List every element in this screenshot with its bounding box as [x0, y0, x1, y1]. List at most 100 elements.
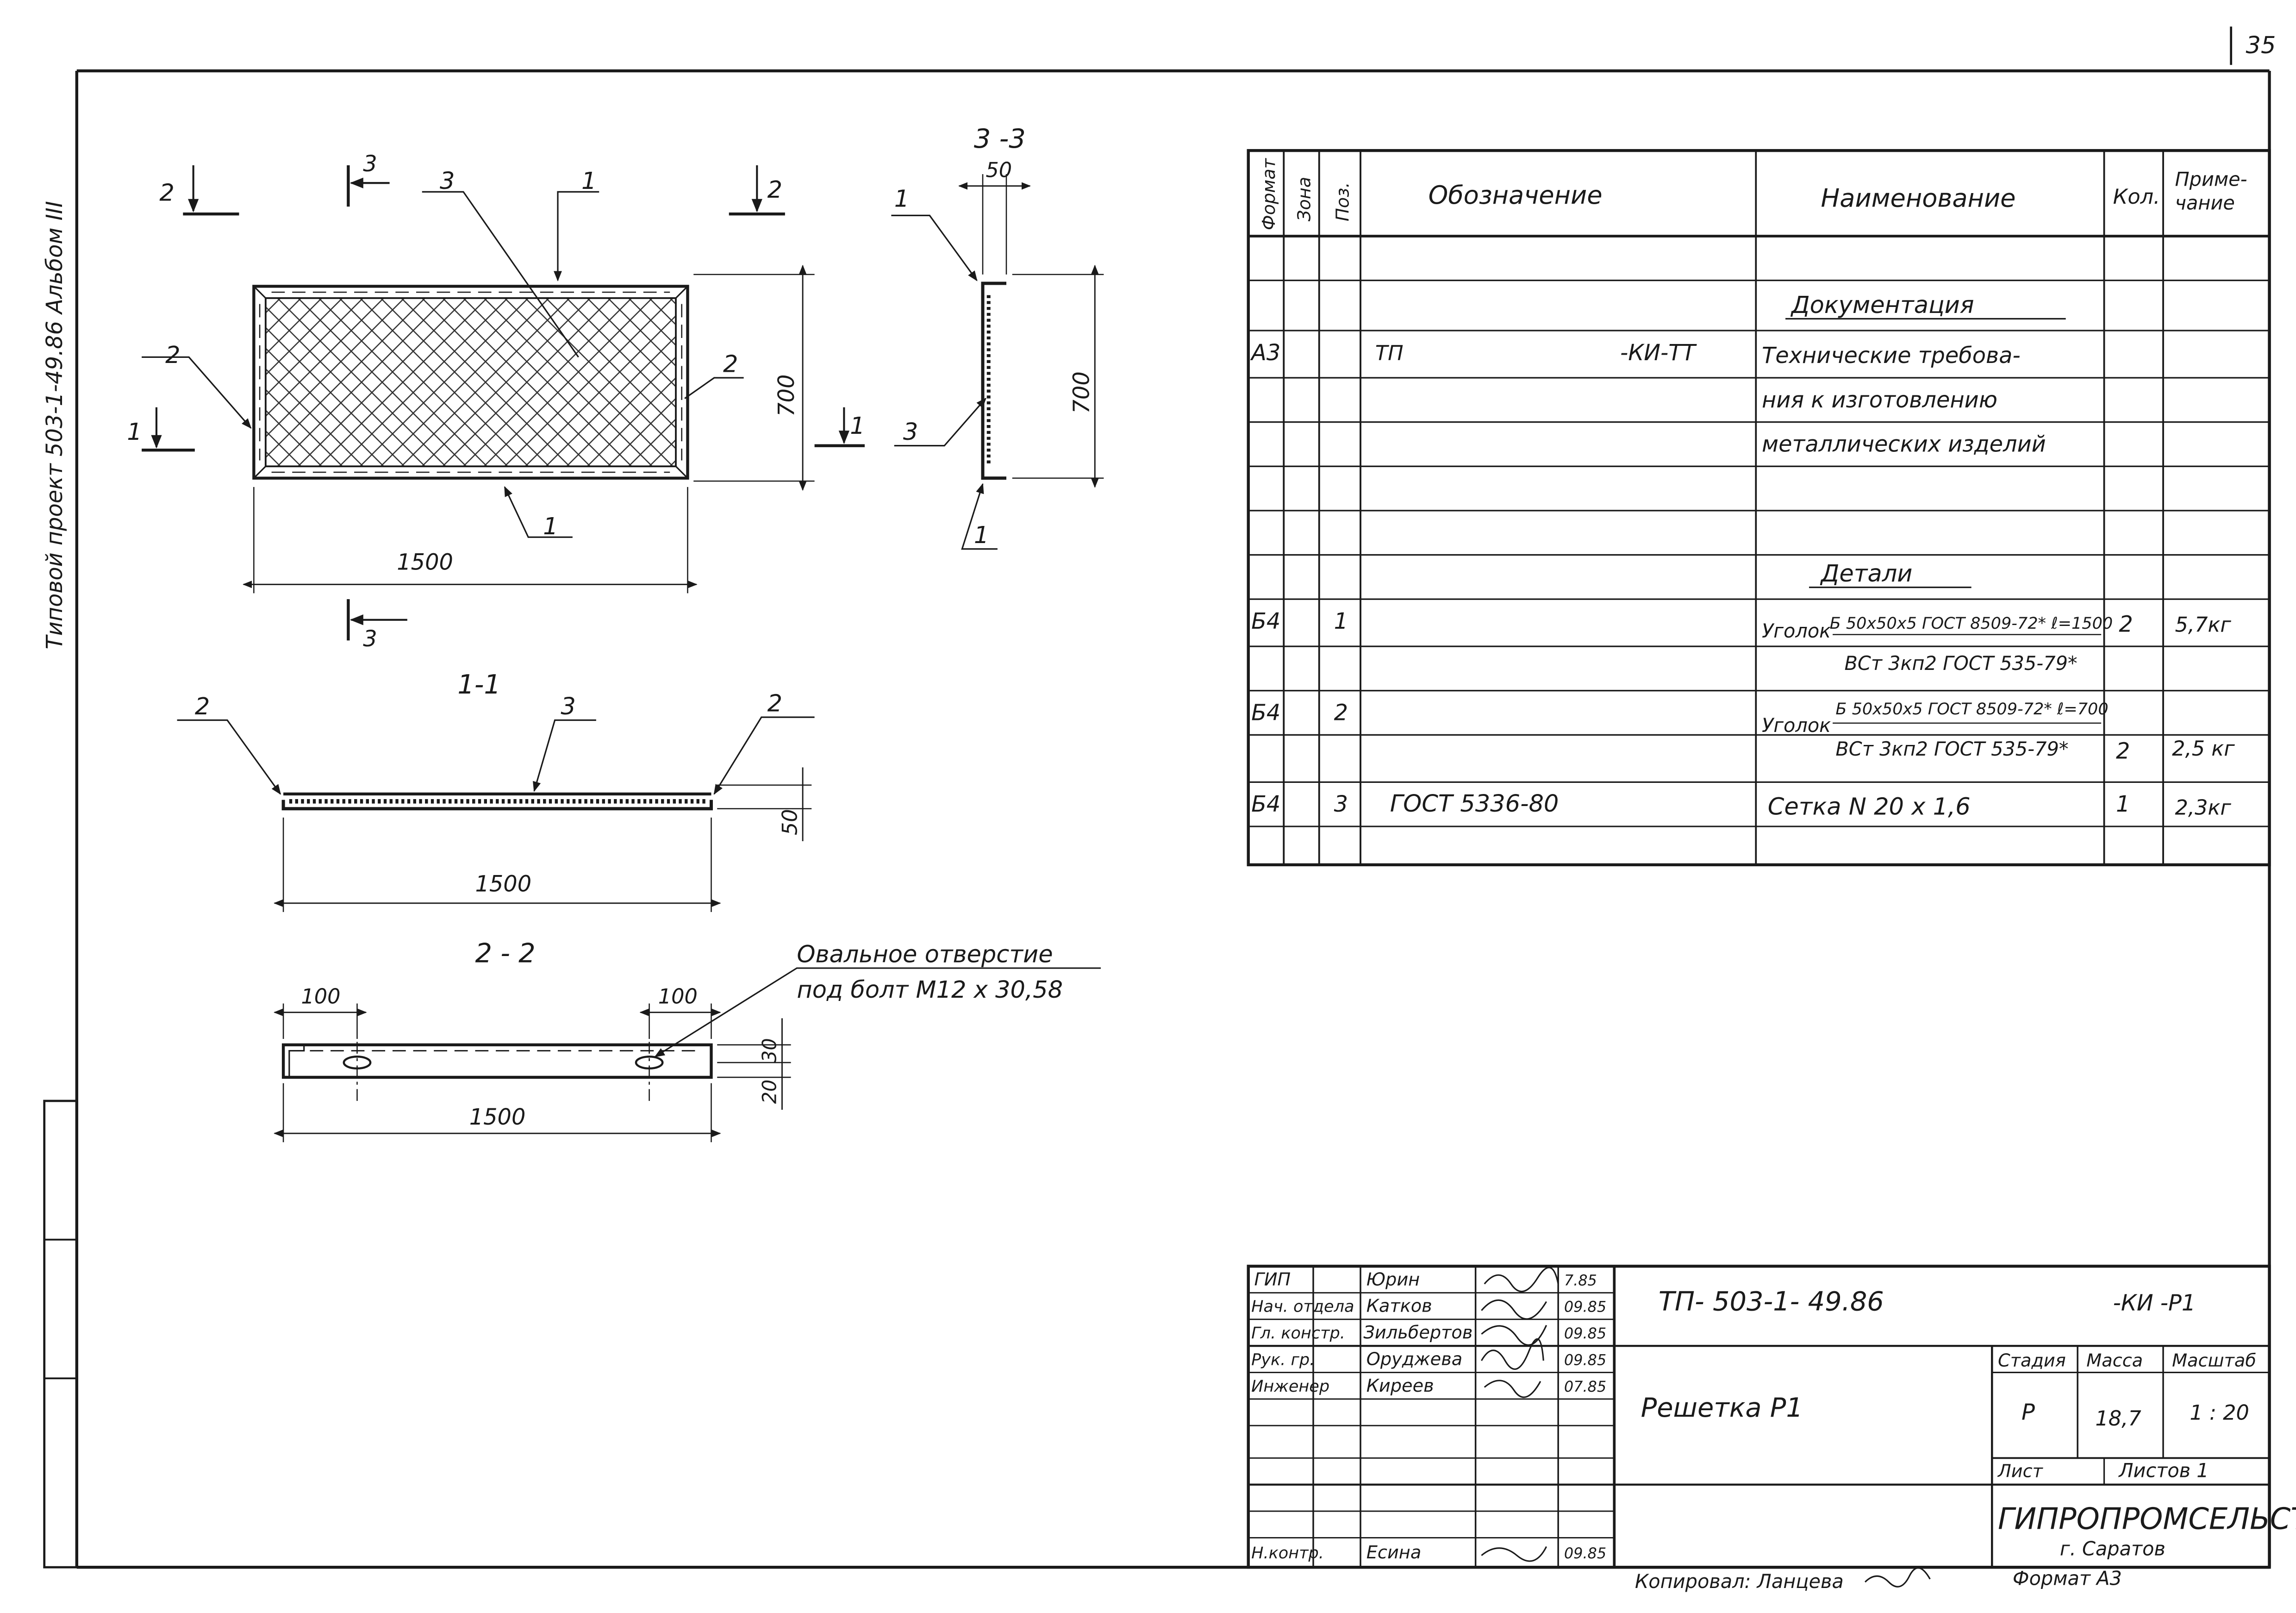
spec-row3-qty: 1: [2116, 792, 2130, 817]
plan-pos-1-bottom: 1: [543, 513, 558, 540]
section-1-1-title: 1-1: [457, 669, 501, 700]
tb-stage-label: Стадия: [1998, 1350, 2066, 1371]
album-label: Типовой проект 503-1-49.86 Альбом III: [42, 201, 68, 649]
footer-format: Формат А3: [2013, 1567, 2122, 1589]
spec-row3-format: Б4: [1251, 792, 1280, 817]
spec-header-name: Наименование: [1821, 183, 2016, 213]
plan-height-dim: 700: [774, 375, 799, 417]
section-3-3-pos-3: 3: [903, 419, 918, 446]
tb-mass-value: 18,7: [2095, 1407, 2141, 1431]
tb-name-1: Катков: [1366, 1296, 1432, 1317]
section-3-3-thickness-dim: 50: [986, 158, 1012, 182]
section-2-2-title: 2 - 2: [475, 938, 535, 969]
tb-project-code: ТП- 503-1- 49.86: [1659, 1286, 1884, 1317]
tb-name-0: Юрин: [1366, 1269, 1420, 1290]
spec-row-a3-name-1: Технические требова-: [1762, 343, 2021, 369]
spec-row3-designation: ГОСТ 5336-80: [1390, 790, 1559, 818]
section-2-2-h20-dim: 20: [759, 1080, 781, 1104]
tb-scale-value: 1 : 20: [2190, 1400, 2249, 1425]
spec-row3-pos: 3: [1334, 792, 1348, 817]
tb-norm-control-name: Есина: [1366, 1542, 1422, 1563]
spec-row-a3-designation-left: ТП: [1375, 341, 1404, 365]
section-2-2-edge-left-dim: 100: [301, 985, 340, 1009]
cut-mark-1-right: 1: [850, 413, 865, 440]
spec-row-a3-format: А3: [1250, 340, 1280, 366]
section-3-3-pos-1-bottom: 1: [974, 522, 989, 549]
oval-hole-note-line2: под болт М12 х 30,58: [797, 976, 1063, 1004]
tb-scale-label: Масштаб: [2172, 1350, 2256, 1371]
spec-row-a3-name-3: металлических изделий: [1762, 431, 2046, 457]
cut-mark-2-left: 2: [159, 180, 174, 207]
plan-view: [142, 165, 865, 641]
tb-role-4: Инженер: [1251, 1377, 1329, 1396]
plan-pos-2-right: 2: [723, 350, 738, 378]
cut-mark-3-bottom: 3: [363, 626, 377, 652]
spec-row1-pos: 1: [1334, 609, 1348, 634]
spec-row2-lower: ВСт 3кп2 ГОСТ 535-79*: [1835, 738, 2068, 760]
tb-title: Решетка Р1: [1641, 1392, 1803, 1423]
tb-date-4: 07.85: [1564, 1378, 1606, 1395]
tb-name-2: Зильбертов: [1363, 1322, 1472, 1343]
spec-row1-note: 5,7кг: [2175, 613, 2232, 637]
tb-norm-control-date: 09.85: [1564, 1544, 1606, 1562]
spec-section-details: Детали: [1820, 560, 1913, 588]
spec-row2-upper: Б 50х50х5 ГОСТ 8509-72* ℓ=700: [1835, 700, 2108, 719]
spec-row-a3-designation-right: -КИ-ТТ: [1620, 340, 1697, 366]
tb-role-1: Нач. отдела: [1251, 1297, 1354, 1316]
spec-row2-prefix: Уголок: [1762, 714, 1831, 737]
plan-pos-2-left: 2: [165, 342, 180, 369]
section-3-3-pos-1-top: 1: [894, 185, 909, 213]
spec-row3-note: 2,3кг: [2175, 796, 2232, 820]
spec-row2-pos: 2: [1334, 700, 1348, 726]
tb-mass-label: Масса: [2086, 1350, 2143, 1371]
tb-name-4: Киреев: [1366, 1375, 1434, 1396]
section-2-2-length-dim: 1500: [469, 1105, 526, 1130]
spec-header-note-b: чание: [2175, 192, 2235, 214]
spec-row1-prefix: Уголок: [1762, 620, 1831, 642]
spec-header-designation: Обозначение: [1429, 181, 1603, 210]
tb-norm-control-role: Н.контр.: [1251, 1544, 1324, 1563]
title-block: [1247, 1264, 2271, 1569]
section-3-3: [891, 174, 1104, 550]
tb-organization: ГИПРОПРОМСЕЛЬСТРОЙ: [1998, 1501, 2296, 1536]
section-1-1-pos-3: 3: [561, 693, 575, 720]
tb-name-3: Оруджева: [1366, 1349, 1462, 1369]
tb-date-1: 09.85: [1564, 1298, 1606, 1316]
spec-row3-name: Сетка N 20 х 1,6: [1768, 794, 1971, 821]
spec-header-qty: Кол.: [2113, 185, 2160, 209]
cut-mark-3-top: 3: [363, 151, 377, 177]
tb-stage-value: Р: [2021, 1400, 2035, 1425]
tb-role-2: Гл. констр.: [1251, 1324, 1345, 1343]
spec-row1-lower: ВСт 3кп2 ГОСТ 535-79*: [1845, 652, 2078, 675]
spec-row2-note: 2,5 кг: [2172, 737, 2235, 761]
tb-date-0: 7.85: [1564, 1271, 1597, 1289]
plan-pos-1-top: 1: [581, 168, 596, 195]
tb-date-2: 09.85: [1564, 1325, 1606, 1342]
tb-sheets-label: Листов 1: [2118, 1460, 2209, 1482]
section-3-3-height-dim: 700: [1069, 371, 1094, 413]
spec-row1-format: Б4: [1251, 609, 1280, 634]
tb-role-0: ГИП: [1254, 1269, 1291, 1290]
plan-width-dim: 1500: [397, 550, 453, 575]
plan-pos-3: 3: [440, 168, 455, 195]
spec-row-a3-name-2: ния к изготовлению: [1762, 388, 1997, 413]
section-1-1: [177, 716, 815, 912]
section-3-3-title: 3 -3: [974, 123, 1026, 154]
oval-hole-note-line1: Овальное отверстие: [797, 941, 1053, 968]
tb-role-3: Рук. гр.: [1251, 1350, 1315, 1369]
page-number: 35: [2246, 32, 2276, 59]
tb-sheet-label: Лист: [1997, 1461, 2044, 1482]
spec-header-note-a: Приме-: [2175, 169, 2247, 191]
tb-city: г. Саратов: [2060, 1538, 2165, 1560]
section-2-2-h30-dim: 30: [759, 1038, 781, 1063]
spec-header-zone: Зона: [1294, 177, 1315, 221]
section-1-1-pos-2-left: 2: [195, 693, 210, 720]
spec-header-format: Формат: [1259, 157, 1279, 230]
section-2-2-edge-right-dim: 100: [658, 985, 698, 1009]
section-1-1-height-dim: 50: [778, 809, 802, 835]
spec-row1-upper: Б 50х50х5 ГОСТ 8509-72* ℓ=1500: [1830, 614, 2113, 633]
spec-row2-format: Б4: [1251, 700, 1280, 726]
section-1-1-length-dim: 1500: [475, 871, 531, 897]
spec-row2-qty: 2: [2116, 738, 2130, 764]
